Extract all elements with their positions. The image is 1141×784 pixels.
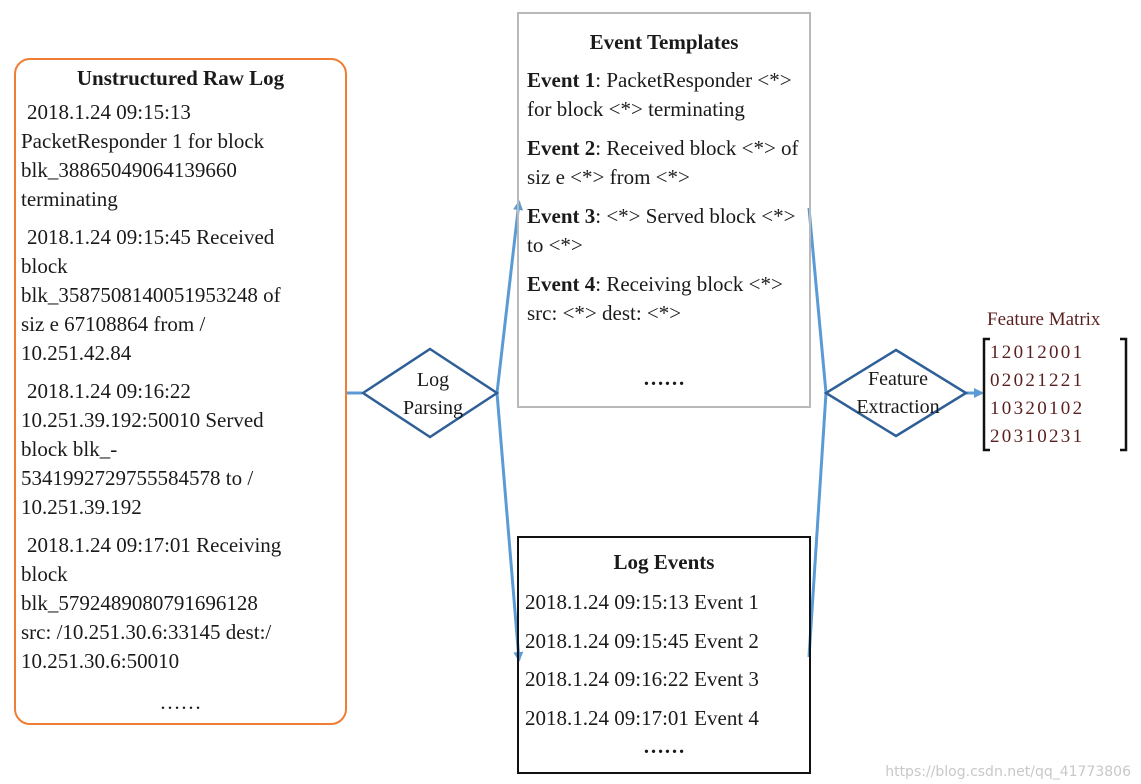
raw-log-line: blk_3587508140051953248 of	[21, 283, 281, 307]
raw-log-line: block blk_-	[21, 437, 118, 461]
raw-log-line: PacketResponder 1 for block	[21, 129, 265, 153]
feature-extraction-label-line: Feature	[868, 368, 928, 390]
log-events-ellipsis: ……	[643, 734, 685, 758]
event-templates-ellipsis: ……	[643, 366, 685, 390]
log-event-row: 2018.1.24 09:15:45 Event 2	[525, 628, 759, 653]
raw-log-box: Unstructured Raw Log 2018.1.24 09:15:13 …	[14, 58, 347, 725]
event-template-text: : <*> Served block <*> to <*>	[527, 204, 796, 257]
log-parsing-label-line: Log	[416, 369, 450, 391]
raw-log-entry: 2018.1.24 09:17:01 Receiving block blk_5…	[21, 531, 341, 676]
raw-log-line: 10.251.42.84	[21, 341, 132, 365]
raw-log-line: 2018.1.24 09:17:01 Receiving	[27, 533, 282, 557]
raw-log-line: block	[21, 562, 68, 586]
raw-log-line: 10.251.39.192:50010 Served	[21, 408, 264, 432]
raw-log-ellipsis: ……	[159, 690, 202, 714]
watermark-text: https://blog.csdn.net/qq_41773806	[885, 764, 1131, 780]
templates-to-extract-connector	[807, 207, 828, 394]
raw-log-line: blk_5792489080791696128	[21, 591, 258, 615]
event-template-text: : Received block <*> of siz e <*> from <…	[527, 136, 799, 189]
events-to-extract-connector	[807, 392, 828, 658]
log-parsing-label-line: Parsing	[403, 397, 463, 419]
raw-log-entry: 2018.1.24 09:16:22 10.251.39.192:50010 S…	[21, 377, 341, 522]
log-events-list: 2018.1.24 09:15:13 Event 1 2018.1.24 09:…	[525, 583, 809, 737]
feature-extraction-label: Feature Extraction	[830, 365, 966, 421]
raw-log-line: terminating	[21, 187, 118, 211]
feature-matrix-row: 20310231	[990, 426, 1085, 447]
raw-log-line: src: /10.251.30.6:33145 dest:/	[21, 620, 272, 644]
event-template-item: Event 2: Received block <*> of siz e <*>…	[527, 134, 807, 192]
event-template-item: Event 3: <*> Served block <*> to <*>	[527, 202, 807, 260]
log-parsing-label: Log Parsing	[370, 366, 496, 422]
raw-log-line: 2018.1.24 09:15:45 Received	[27, 225, 275, 249]
event-template-id: Event 4	[527, 272, 596, 296]
event-template-item: Event 4: Receiving block <*> src: <*> de…	[527, 270, 807, 328]
log-parsing-diamond	[360, 347, 500, 439]
parse-to-templates-arrow	[495, 200, 524, 394]
log-events-title: Log Events	[613, 550, 715, 574]
feature-matrix-row: 12012001	[990, 342, 1085, 363]
matrix-left-bracket	[982, 337, 990, 452]
event-templates-title: Event Templates	[589, 30, 739, 54]
event-templates-box: Event Templates Event 1: PacketResponder…	[517, 12, 811, 408]
log-event-row: 2018.1.24 09:16:22 Event 3	[525, 667, 759, 691]
raw-log-entry: 2018.1.24 09:15:45 Received block blk_35…	[21, 223, 341, 368]
raw-log-line: 10.251.30.6:50010	[21, 649, 180, 673]
feature-extraction-label-line: Extraction	[856, 396, 940, 418]
event-template-id: Event 2	[527, 136, 596, 160]
event-template-item: Event 1: PacketResponder <*> for block <…	[527, 66, 807, 124]
log-events-box: Log Events 2018.1.24 09:15:13 Event 1 20…	[517, 536, 811, 774]
raw-log-entry: 2018.1.24 09:15:13 PacketResponder 1 for…	[21, 98, 341, 214]
raw-log-title: Unstructured Raw Log	[76, 66, 285, 90]
matrix-right-bracket	[1120, 337, 1128, 452]
raw-log-line: block	[21, 254, 68, 278]
raw-log-line: 10.251.39.192	[21, 495, 142, 519]
log-event-row: 2018.1.24 09:17:01 Event 4	[525, 705, 759, 730]
raw-log-line: blk_38865049064139660	[21, 158, 237, 182]
feature-matrix-title: Feature Matrix	[987, 309, 1101, 330]
feature-matrix-row: 10320102	[990, 398, 1085, 419]
log-event-row: 2018.1.24 09:15:13 Event 1	[525, 590, 759, 614]
raw-log-line: 5341992729755584578 to /	[21, 466, 254, 490]
raw-log-line: 2018.1.24 09:15:13	[27, 100, 191, 124]
raw-log-entries: 2018.1.24 09:15:13 PacketResponder 1 for…	[21, 98, 341, 685]
event-template-text: : PacketResponder <*> for block <*> term…	[527, 68, 792, 121]
event-templates-list: Event 1: PacketResponder <*> for block <…	[527, 66, 807, 338]
event-template-text: : Receiving block <*> src: <*> dest: <*>	[527, 272, 783, 325]
raw-log-line: 2018.1.24 09:16:22	[27, 379, 191, 403]
feature-matrix: 12012001 02021221 10320102 20310231	[984, 338, 1126, 450]
raw-log-line: siz e 67108864 from /	[21, 312, 206, 336]
feature-matrix-row: 02021221	[990, 370, 1085, 391]
feature-matrix-rows: 12012001 02021221 10320102 20310231	[990, 339, 1084, 451]
event-template-id: Event 1	[527, 68, 596, 92]
feature-extraction-diamond	[823, 348, 969, 438]
parse-to-events-arrow	[495, 392, 524, 662]
event-template-id: Event 3	[527, 204, 596, 228]
